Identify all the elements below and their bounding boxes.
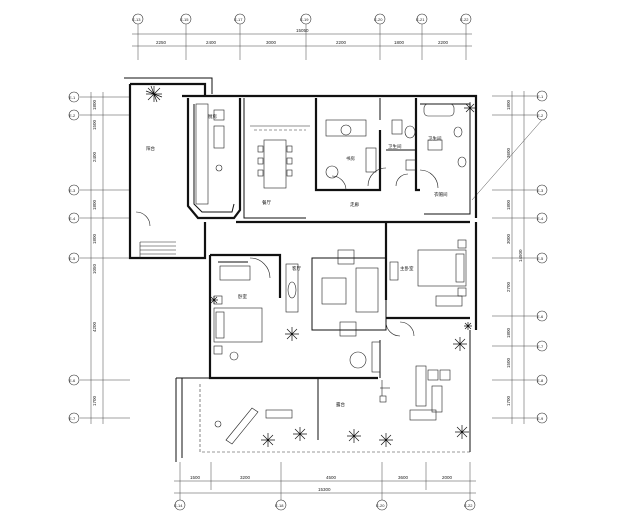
bottom-dim: 4500 [326,475,337,480]
right-grid-label: E-1 [537,94,544,99]
right-grid-label: E-7 [537,344,544,349]
left-grid: E-1 E-2 E-3 E-4 E-5 E-6 E-7 1800 1500 24… [68,91,130,424]
left-dim: 4200 [92,321,97,332]
top-dim: 3000 [266,40,277,45]
top-grid-label: E-20 [374,17,383,22]
bottom-grid: E-14 E-18 E-20 E-22 1500 3200 4500 3600 … [174,462,476,511]
dining-table [250,125,310,189]
top-grid: E-13 E-15 E-17 E-19 E-20 E-21 E-22 15050… [132,13,472,60]
right-total-dim: 14500 [518,249,523,262]
left-grid-label: E-1 [69,95,76,100]
bottom-total-dim: 15300 [318,487,331,492]
top-dim: 2200 [336,40,347,45]
top-grid-label: E-19 [300,17,309,22]
bedroom-bed [213,265,263,361]
room-label-master: 主卧室 [400,265,414,272]
stairs [139,241,176,258]
top-grid-label: E-17 [234,17,243,22]
top-grid-label: E-22 [460,17,469,22]
left-dim: 1700 [92,395,97,406]
room-label-bath1: 卫生间 [388,143,402,150]
master-bed [389,239,467,307]
top-grid-label: E-15 [180,17,189,22]
room-label-cloak: 衣帽间 [434,191,448,198]
top-total-dim: 15050 [296,28,309,33]
top-grid-label: E-21 [416,17,425,22]
right-grid-label: E-4 [537,216,544,221]
bottom-dim: 1500 [190,475,201,480]
room-label-kitchen: 厨房 [208,113,217,120]
bottom-dim: 3600 [398,475,409,480]
right-grid-label: E-2 [537,113,544,118]
room-label-corridor: 走廊 [350,201,359,208]
left-dim: 1800 [92,233,97,244]
room-label-terrace: 露台 [336,401,345,408]
top-dim: 2250 [156,40,167,45]
right-dim: 1500 [506,357,511,368]
bottom-grid-label: E-18 [275,503,284,508]
bath-fixtures [391,103,467,171]
bottom-dim: 2000 [442,475,453,480]
room-label-bath2: 卫生间 [428,135,442,142]
right-dim: 1800 [506,327,511,338]
room-labels: 阳台 厨房 餐厅 书房 卫生间 卫生间 走廊 衣帽间 主卧室 卧室 客厅 露台 [146,113,448,408]
top-dim: 1800 [394,40,405,45]
right-grid-label: E-8 [537,378,544,383]
left-grid-label: E-5 [69,256,76,261]
plants [145,85,476,447]
left-dim: 1050 [92,263,97,274]
left-grid-label: E-4 [69,216,76,221]
room-label-balcony: 阳台 [146,145,155,152]
left-dim: 1500 [92,119,97,130]
kitchen-counter [195,103,225,205]
right-grid: E-1 E-2 E-3 E-4 E-5 E-6 E-7 E-8 E-9 1800… [471,90,548,424]
room-label-living: 客厅 [292,265,301,272]
bottom-grid-label: E-20 [376,503,385,508]
room-label-bedroom: 卧室 [238,293,247,300]
study-desk [325,119,377,179]
right-grid-label: E-3 [537,188,544,193]
top-dim: 2400 [206,40,217,45]
living-sofa-set [321,249,381,373]
bottom-grid-label: E-22 [464,503,473,508]
right-grid-label: E-5 [537,256,544,261]
top-grid-label: E-13 [132,17,141,22]
bottom-dim: 3200 [240,475,251,480]
top-dim: 2200 [438,40,449,45]
right-grid-label: E-9 [537,416,544,421]
left-grid-label: E-3 [69,188,76,193]
left-dim: 2400 [92,151,97,162]
right-dim: 1800 [506,199,511,210]
left-grid-label: E-6 [69,378,76,383]
left-grid-label: E-7 [69,416,76,421]
room-label-study: 书房 [346,155,355,162]
left-grid-label: E-2 [69,113,76,118]
left-dim: 1800 [92,199,97,210]
right-dim: 1800 [506,99,511,110]
right-dim: 2700 [506,281,511,292]
right-dim: 1700 [506,395,511,406]
corridor-console [285,263,299,313]
doors [135,167,439,337]
terrace-furniture [214,365,451,445]
room-label-dining: 餐厅 [262,199,271,206]
right-dim: 3600 [506,147,511,158]
left-dim: 1800 [92,99,97,110]
right-grid-label: E-6 [537,314,544,319]
right-dim: 3000 [506,233,511,244]
bottom-grid-label: E-14 [174,503,183,508]
walls [124,77,478,462]
